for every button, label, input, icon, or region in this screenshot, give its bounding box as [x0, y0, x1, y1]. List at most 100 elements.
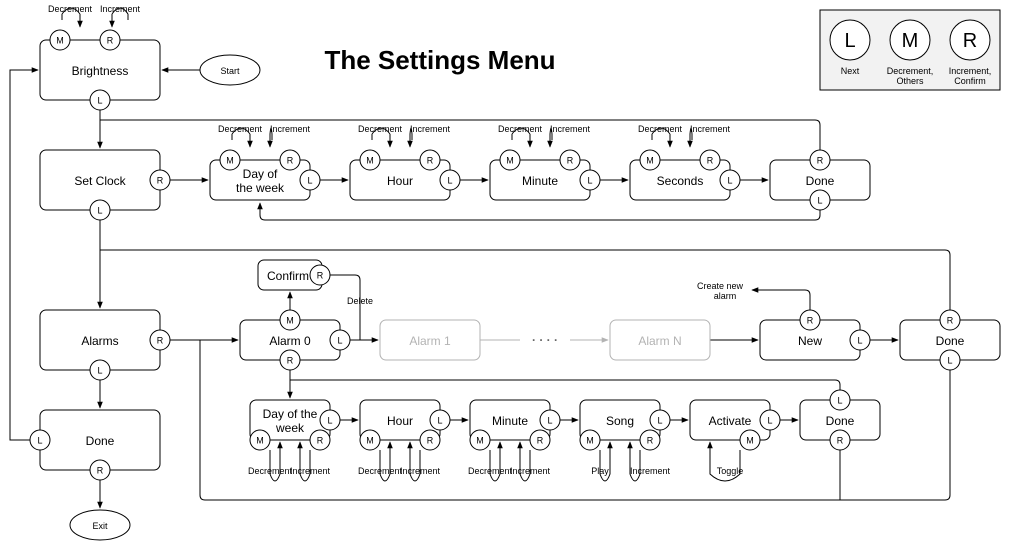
key-badge-r — [699, 149, 721, 171]
clock-day-label-line1: Day of — [243, 167, 278, 181]
legend-key-m: M — [902, 30, 919, 52]
edge-clockdone-back — [100, 119, 821, 150]
key-badge-r — [309, 429, 331, 451]
loop-label: Increment — [290, 466, 331, 476]
key-badge-letter: R — [157, 176, 164, 186]
key-badge-letter: L — [767, 416, 772, 426]
key-badge-letter: M — [746, 436, 754, 446]
exit-node — [69, 509, 131, 541]
key-badge-r — [279, 349, 301, 371]
loop-label: Decrement — [638, 124, 683, 134]
key-badge-letter: M — [586, 436, 594, 446]
key-badge-letter: R — [427, 156, 434, 166]
sub-activate-label: Activate — [709, 414, 752, 428]
key-badge-l — [849, 329, 871, 351]
key-badge-letter: M — [286, 316, 294, 326]
key-badge-letter: R — [807, 316, 814, 326]
key-badge-letter: L — [947, 356, 952, 366]
key-badge-letter: L — [97, 366, 102, 376]
loop-label: Decrement — [358, 124, 403, 134]
key-badge-letter: R — [317, 271, 324, 281]
legend-desc-m-line2: Others — [896, 76, 924, 86]
new-label: New — [798, 334, 822, 348]
start-node — [199, 54, 261, 86]
self-loop-arc — [689, 127, 693, 135]
sub-song-label: Song — [606, 414, 634, 428]
loop-label: Increment — [630, 466, 671, 476]
key-badge-letter: R — [287, 156, 294, 166]
key-badge-letter: M — [226, 156, 234, 166]
key-badge-r — [799, 309, 821, 331]
edges — [9, 67, 951, 509]
key-badge-l — [759, 409, 781, 431]
edge-new-create — [751, 287, 811, 310]
key-badge-r — [419, 149, 441, 171]
key-badge-letter: R — [157, 336, 164, 346]
self-loop-arc — [231, 127, 251, 135]
key-badge-letter: M — [476, 436, 484, 446]
key-badge-l — [329, 329, 351, 351]
sub-done-label: Done — [826, 414, 855, 428]
key-badge-m — [219, 149, 241, 171]
key-badge-r — [939, 309, 961, 331]
key-badge-l — [939, 349, 961, 371]
key-badge-letter: M — [506, 156, 514, 166]
key-badge-l — [579, 169, 601, 191]
loop-label: Increment — [550, 124, 591, 134]
key-badge-l — [829, 389, 851, 411]
clock-seconds-label: Seconds — [657, 174, 704, 188]
self-loops — [61, 7, 741, 482]
sub-hour-label: Hour — [387, 414, 413, 428]
self-loop-arc — [511, 127, 531, 135]
key-badge-letter: L — [817, 196, 822, 206]
key-badge-letter: R — [947, 316, 954, 326]
key-badge-letter: R — [287, 356, 294, 366]
self-loop-arc — [549, 127, 553, 135]
self-loop-arc — [651, 127, 671, 135]
start-label: Start — [220, 66, 240, 76]
clock-hour-label: Hour — [387, 174, 413, 188]
key-badge-letter: M — [646, 156, 654, 166]
self-loop-down — [297, 441, 311, 482]
edge-alarmsdone-back — [100, 249, 951, 310]
key-badge-letter: R — [427, 436, 434, 446]
key-badge-l — [429, 409, 451, 431]
loop-label: Increment — [690, 124, 731, 134]
self-loop-down — [517, 441, 531, 482]
alarmN-node — [609, 319, 711, 361]
loop-label: Toggle — [717, 466, 744, 476]
key-badge-letter: L — [447, 176, 452, 186]
key-badge-letter: R — [537, 436, 544, 446]
legend-key-circle — [829, 19, 871, 61]
self-loop-arc — [409, 127, 413, 135]
main-done-label: Done — [86, 434, 115, 448]
key-badge-m — [359, 429, 381, 451]
key-badge-l — [719, 169, 741, 191]
legend-key-r: R — [963, 30, 977, 52]
sub-day-label-line2: week — [275, 421, 305, 435]
key-badge-letter: L — [97, 96, 102, 106]
key-badge-letter: L — [587, 176, 592, 186]
key-badge-letter: M — [366, 156, 374, 166]
key-badge-m — [639, 149, 661, 171]
key-badge-l — [319, 409, 341, 431]
key-badge-letter: M — [56, 36, 64, 46]
key-badge-letter: R — [817, 156, 824, 166]
self-loop-arc — [269, 127, 273, 135]
key-badge-r — [279, 149, 301, 171]
page-title: The Settings Menu — [324, 45, 555, 75]
self-loop-down — [599, 441, 613, 482]
key-badge-r — [89, 459, 111, 481]
self-loop-arc — [61, 7, 81, 15]
key-badge-l — [809, 189, 831, 211]
clock-day-label-line2: the week — [236, 181, 285, 195]
key-badge-r — [149, 329, 171, 351]
legend-key-l: L — [844, 30, 855, 52]
edge-clockdone-day — [257, 202, 821, 221]
key-badge-letter: M — [256, 436, 264, 446]
self-loop-down — [627, 441, 641, 482]
delete-label: Delete — [347, 296, 373, 306]
self-loop-down — [269, 441, 283, 482]
edge-subdone-back — [290, 379, 841, 390]
